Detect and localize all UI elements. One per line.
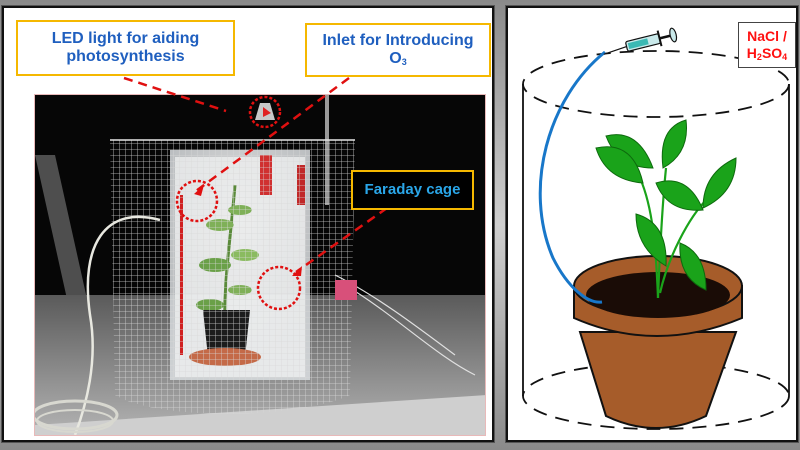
callout-faraday-cage: Faraday cage	[351, 170, 474, 210]
callout-led-line2: photosynthesis	[66, 48, 185, 65]
callout-ozone-inlet: Inlet for Introducing O3	[305, 23, 491, 77]
schematic-illustration	[522, 27, 790, 430]
callout-inlet-line2: O3	[389, 50, 407, 67]
syringe-icon	[603, 27, 678, 55]
chemical-label: NaCl / H2SO4	[738, 22, 796, 68]
photo-panel: LED light for aiding photosynthesis Inle…	[2, 6, 494, 442]
injection-tube	[538, 50, 606, 304]
callout-inlet-line1: Inlet for Introducing	[322, 31, 474, 49]
pointer-lines	[123, 76, 388, 276]
setup-photo	[34, 94, 486, 436]
callout-led-line1: LED light for aiding	[51, 29, 200, 47]
callout-led-light: LED light for aiding photosynthesis	[16, 20, 235, 76]
plant	[595, 119, 737, 299]
callout-faraday-text: Faraday cage	[364, 181, 461, 199]
photo-illustration	[35, 95, 485, 435]
chemical-label-line2: H2SO4	[746, 44, 788, 62]
schematic-panel: NaCl / H2SO4	[506, 6, 798, 442]
chemical-label-line1: NaCl /	[747, 27, 787, 44]
